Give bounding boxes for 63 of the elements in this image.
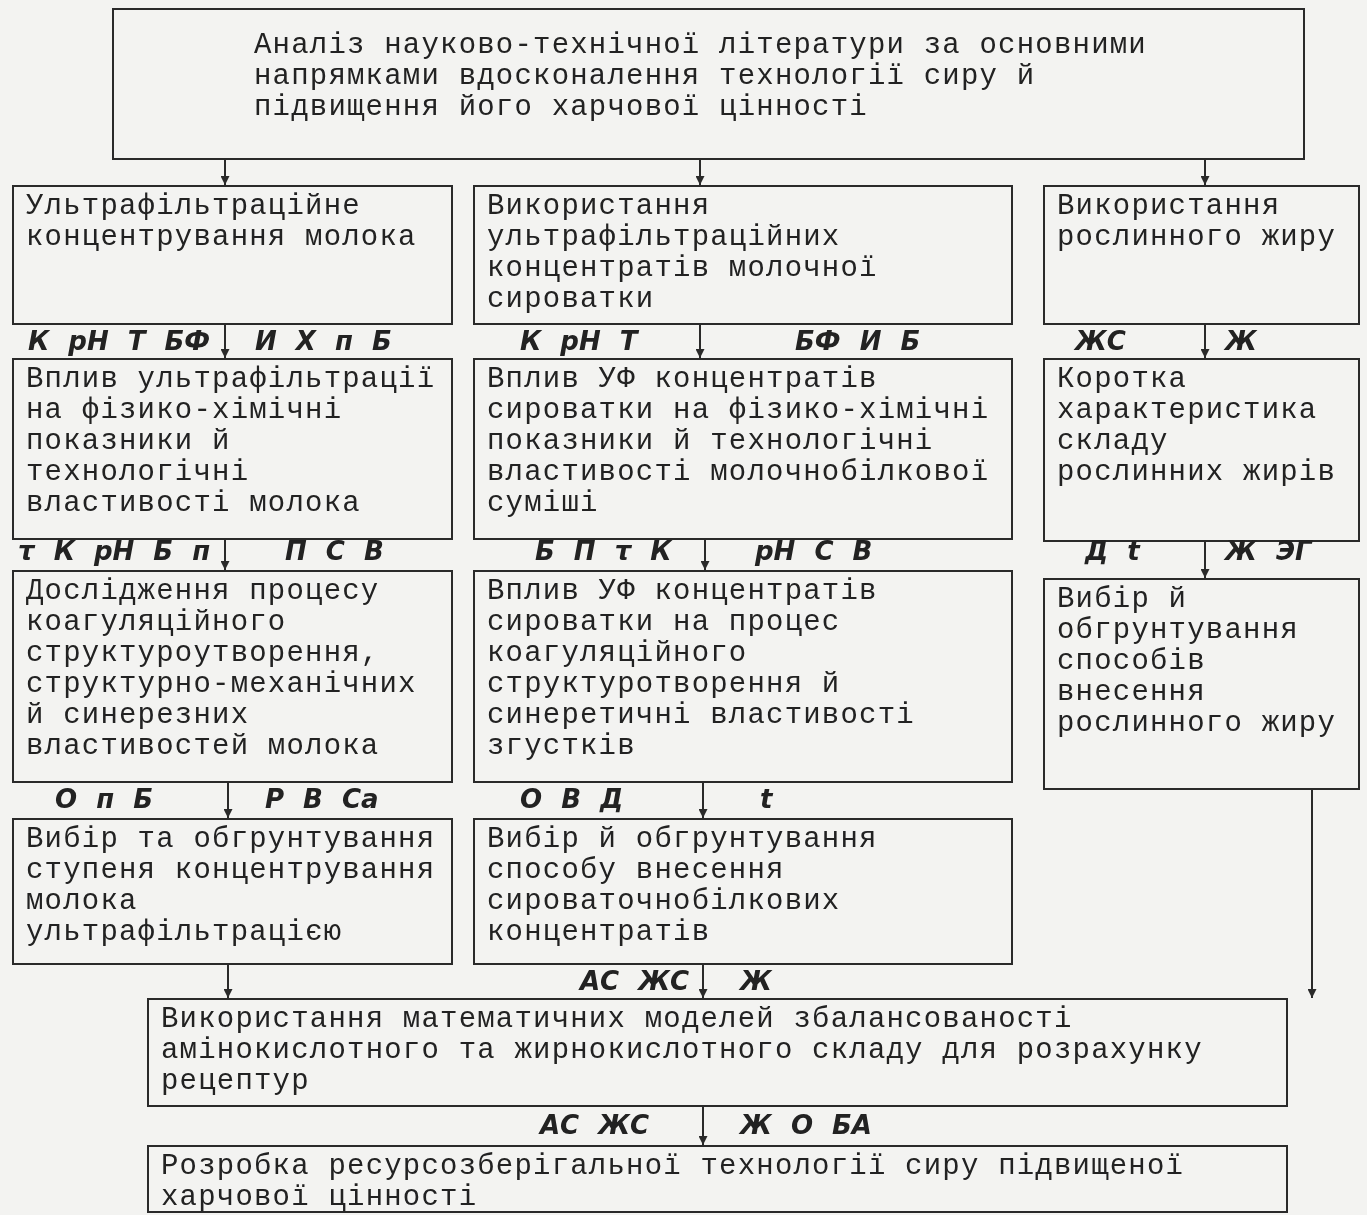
- process-box: [12, 358, 453, 540]
- box-text: Використання рослинного жиру: [1057, 191, 1338, 253]
- arrow: [695, 159, 705, 186]
- arrow: [1200, 159, 1210, 186]
- factor-label: t: [760, 784, 773, 814]
- box-text: Вплив ультрафільтрації на фізико-хімічні показники й технологічні властивості молока: [26, 364, 437, 519]
- arrow: [223, 964, 233, 999]
- box-text: Використання математичних моделей збалансованості амінокислотного та жирнокислотного складу для розрахунку рецептур: [161, 1004, 1204, 1097]
- process-box: [1043, 578, 1360, 790]
- factor-label: Д t: [1085, 536, 1140, 566]
- factor-label: И Х п Б: [255, 326, 392, 356]
- process-box: [147, 1145, 1288, 1213]
- box-text: Використання ультрафільтраційних концентратів молочної сироватки: [487, 191, 879, 315]
- arrow: [1200, 541, 1210, 579]
- process-box: [112, 8, 1305, 160]
- process-box: [1043, 185, 1360, 325]
- factor-label: Р В Ca: [265, 784, 379, 814]
- arrow: [1307, 789, 1317, 999]
- factor-label: τ К рН Б п: [18, 536, 211, 566]
- process-box: [473, 185, 1013, 325]
- factor-label: Ж: [1225, 326, 1257, 356]
- factor-label: рН С В: [755, 536, 873, 566]
- arrow: [220, 324, 230, 359]
- arrow: [698, 1106, 708, 1146]
- process-box: [473, 358, 1013, 540]
- process-box: [473, 570, 1013, 783]
- arrow: [698, 782, 708, 819]
- factor-label: К рН Т БФ: [28, 326, 211, 356]
- box-text: Коротка характеристика складу рослинних жирів: [1057, 364, 1338, 488]
- factor-label: АС ЖС: [540, 1110, 650, 1140]
- process-box: [12, 570, 453, 783]
- factor-label: К рН Т: [520, 326, 638, 356]
- factor-label: Ж: [740, 966, 772, 996]
- arrow: [220, 539, 230, 571]
- box-text: Вибір й обгрунтування способу внесення сироваточнобілкових концентратів: [487, 824, 879, 948]
- process-box: [1043, 358, 1360, 542]
- box-text: Вибір та обгрунтування ступеня концентрування молока ультрафільтрацією: [26, 824, 437, 948]
- box-text: Аналіз науково-технічної літератури за основними напрямками вдосконалення технології сиру й підвищення його харчової цінності: [254, 30, 1148, 123]
- factor-label: П С В: [285, 536, 384, 566]
- box-text: Вплив УФ концентратів сироватки на процес коагуляційного структуротворення й синеретичні властивості згустків: [487, 576, 916, 762]
- box-text: Дослідження процесу коагуляційного структуроутворення, структурно-механічних й синерезних властивостей молока: [26, 576, 418, 762]
- arrow: [1200, 324, 1210, 359]
- factor-label: Ж ЭГ: [1225, 536, 1312, 566]
- factor-label: Б П τ К: [535, 536, 672, 566]
- box-text: Ультрафільтраційне концентрування молока: [26, 191, 418, 253]
- arrow: [223, 782, 233, 819]
- factor-label: О п Б: [55, 784, 153, 814]
- factor-label: О В Д: [520, 784, 624, 814]
- process-box: [12, 185, 453, 325]
- process-box: [147, 998, 1288, 1107]
- factor-label: БФ И Б: [795, 326, 921, 356]
- arrow: [700, 539, 710, 571]
- box-text: Вибір й обгрунтування способів внесення рослинного жиру: [1057, 584, 1338, 739]
- factor-label: Ж О БА: [740, 1110, 872, 1140]
- factor-label: АС ЖС: [580, 966, 690, 996]
- arrow: [698, 964, 708, 999]
- process-box: [473, 818, 1013, 965]
- arrow: [220, 159, 230, 186]
- arrow: [695, 324, 705, 359]
- process-box: [12, 818, 453, 965]
- box-text: Розробка ресурсозберігальної технології сиру підвищеної харчової цінності: [161, 1151, 1186, 1213]
- factor-label: ЖС: [1075, 326, 1126, 356]
- box-text: Вплив УФ концентратів сироватки на фізико-хімічні показники й технологічні властивості молочнобілкової суміші: [487, 364, 991, 519]
